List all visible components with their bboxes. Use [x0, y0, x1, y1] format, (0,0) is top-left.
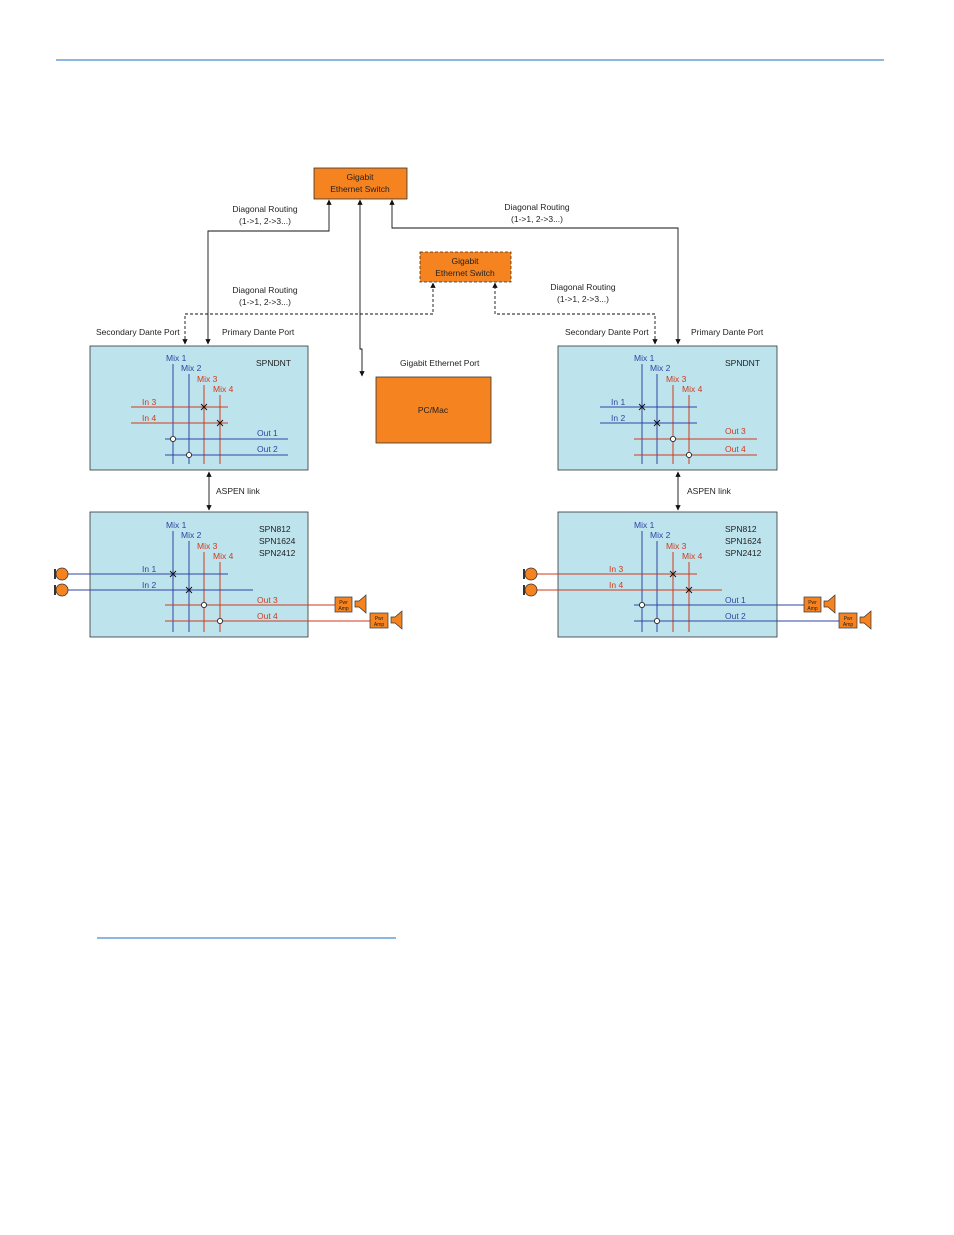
- right-spn-box: SPN812 SPN1624 SPN2412 Mix 1 Mix 2 Mix 3…: [536, 511, 839, 638]
- right-spn-out1: Out 1: [725, 595, 746, 605]
- right-amp1-line2: Amp: [807, 606, 818, 612]
- left-amp2-line1: Pwr: [375, 616, 384, 622]
- left-mic-input-1-icon: [54, 567, 69, 581]
- right-spndnt-out4: Out 4: [725, 444, 746, 454]
- right-amp2-line1: Pwr: [844, 616, 853, 622]
- left-amp2-line2: Amp: [374, 622, 385, 628]
- left-spndnt-title: SPNDNT: [256, 358, 291, 368]
- right-spn-model-3: SPN2412: [725, 548, 762, 558]
- left-speaker-1-icon: [354, 594, 367, 614]
- left-spndnt-in3: In 3: [142, 397, 156, 407]
- right-spndnt-out3: Out 3: [725, 426, 746, 436]
- right-speaker-2-icon: [859, 610, 872, 630]
- secondary-ethernet-switch: Gigabit Ethernet Switch: [419, 251, 512, 283]
- left-spndnt-in4: In 4: [142, 413, 156, 423]
- left-power-amp-1: Pwr Amp: [334, 596, 353, 613]
- left-spn-model-1: SPN812: [259, 524, 291, 534]
- right-spn-model-1: SPN812: [725, 524, 757, 534]
- secondary-network-links: [182, 282, 658, 345]
- left-spn-model-2: SPN1624: [259, 536, 296, 546]
- right-mic-input-1-icon: [523, 567, 538, 581]
- left-spndnt-box: SPNDNT Mix 1 Mix 2 Mix 3 Mix 4 In 3 In 4…: [89, 345, 309, 471]
- right-spndnt-box: SPNDNT Mix 1 Mix 2 Mix 3 Mix 4 In 1 In 2…: [557, 345, 778, 471]
- left-primary-port-label: Primary Dante Port: [222, 327, 295, 337]
- right-spn-mix1: Mix 1: [634, 520, 655, 530]
- main-ethernet-switch: Gigabit Ethernet Switch: [313, 167, 408, 200]
- right-aspen-label: ASPEN link: [687, 486, 732, 496]
- left-spn-mix4: Mix 4: [213, 551, 234, 561]
- left-spn-mix1: Mix 1: [166, 520, 187, 530]
- routing-label-top-left-2: (1->1, 2->3...): [239, 216, 291, 226]
- right-spndnt-mix2: Mix 2: [650, 363, 671, 373]
- left-spndnt-mix4: Mix 4: [213, 384, 234, 394]
- left-spn-box: SPN812 SPN1624 SPN2412 Mix 1 Mix 2 Mix 3…: [67, 511, 370, 638]
- main-switch-line2: Ethernet Switch: [330, 184, 390, 194]
- left-amp1-line1: Pwr: [339, 600, 348, 606]
- pc-label: PC/Mac: [418, 405, 449, 415]
- right-power-amp-2: Pwr Amp: [838, 612, 858, 629]
- routing-label-top-right-1: Diagonal Routing: [504, 202, 569, 212]
- gigabit-ethernet-port-label: Gigabit Ethernet Port: [400, 358, 480, 368]
- routing-label-mid-left-2: (1->1, 2->3...): [239, 297, 291, 307]
- left-spn-in1: In 1: [142, 564, 156, 574]
- left-amp1-line2: Amp: [338, 606, 349, 612]
- right-spn-in3: In 3: [609, 564, 623, 574]
- right-primary-port-label: Primary Dante Port: [691, 327, 764, 337]
- right-power-amp-1: Pwr Amp: [803, 596, 822, 613]
- right-mic-input-2-icon: [523, 583, 538, 597]
- right-spn-mix4: Mix 4: [682, 551, 703, 561]
- left-spndnt-out1: Out 1: [257, 428, 278, 438]
- left-spn-mix3: Mix 3: [197, 541, 218, 551]
- left-aspen-label: ASPEN link: [216, 486, 261, 496]
- right-primary-link: [389, 199, 681, 345]
- left-spndnt-out2: Out 2: [257, 444, 278, 454]
- pc-mac-box: PC/Mac: [375, 376, 492, 444]
- left-mic-input-2-icon: [54, 583, 69, 597]
- right-secondary-link: [492, 282, 658, 345]
- left-spndnt-mix3: Mix 3: [197, 374, 218, 384]
- right-spn-mix3: Mix 3: [666, 541, 687, 551]
- right-spn-model-2: SPN1624: [725, 536, 762, 546]
- left-spndnt-mix2: Mix 2: [181, 363, 202, 373]
- routing-label-mid-left-1: Diagonal Routing: [232, 285, 297, 295]
- routing-label-top-left-1: Diagonal Routing: [232, 204, 297, 214]
- right-speaker-1-icon: [823, 594, 836, 614]
- left-spn-out3: Out 3: [257, 595, 278, 605]
- routing-label-mid-right-2: (1->1, 2->3...): [557, 294, 609, 304]
- right-spn-out2: Out 2: [725, 611, 746, 621]
- right-spn-mix2: Mix 2: [650, 530, 671, 540]
- routing-label-top-right-2: (1->1, 2->3...): [511, 214, 563, 224]
- left-power-amp-2: Pwr Amp: [369, 612, 389, 629]
- secondary-switch-line2: Ethernet Switch: [435, 268, 495, 278]
- right-spndnt-in1: In 1: [611, 397, 625, 407]
- left-spn-model-3: SPN2412: [259, 548, 296, 558]
- left-spn-mix2: Mix 2: [181, 530, 202, 540]
- right-secondary-port-label: Secondary Dante Port: [565, 327, 649, 337]
- right-spndnt-mix4: Mix 4: [682, 384, 703, 394]
- right-amp2-line2: Amp: [843, 622, 854, 628]
- right-spndnt-in2: In 2: [611, 413, 625, 423]
- right-spndnt-mix1: Mix 1: [634, 353, 655, 363]
- left-secondary-link: [182, 282, 436, 345]
- left-spn-out4: Out 4: [257, 611, 278, 621]
- routing-label-mid-right-1: Diagonal Routing: [550, 282, 615, 292]
- secondary-switch-line1: Gigabit: [452, 256, 480, 266]
- left-spndnt-mix1: Mix 1: [166, 353, 187, 363]
- main-switch-line1: Gigabit: [347, 172, 375, 182]
- right-spn-in4: In 4: [609, 580, 623, 590]
- right-spndnt-mix3: Mix 3: [666, 374, 687, 384]
- pc-link: [357, 199, 365, 377]
- left-spn-in2: In 2: [142, 580, 156, 590]
- left-speaker-2-icon: [390, 610, 403, 630]
- right-spndnt-title: SPNDNT: [725, 358, 760, 368]
- left-secondary-port-label: Secondary Dante Port: [96, 327, 180, 337]
- right-amp1-line1: Pwr: [808, 600, 817, 606]
